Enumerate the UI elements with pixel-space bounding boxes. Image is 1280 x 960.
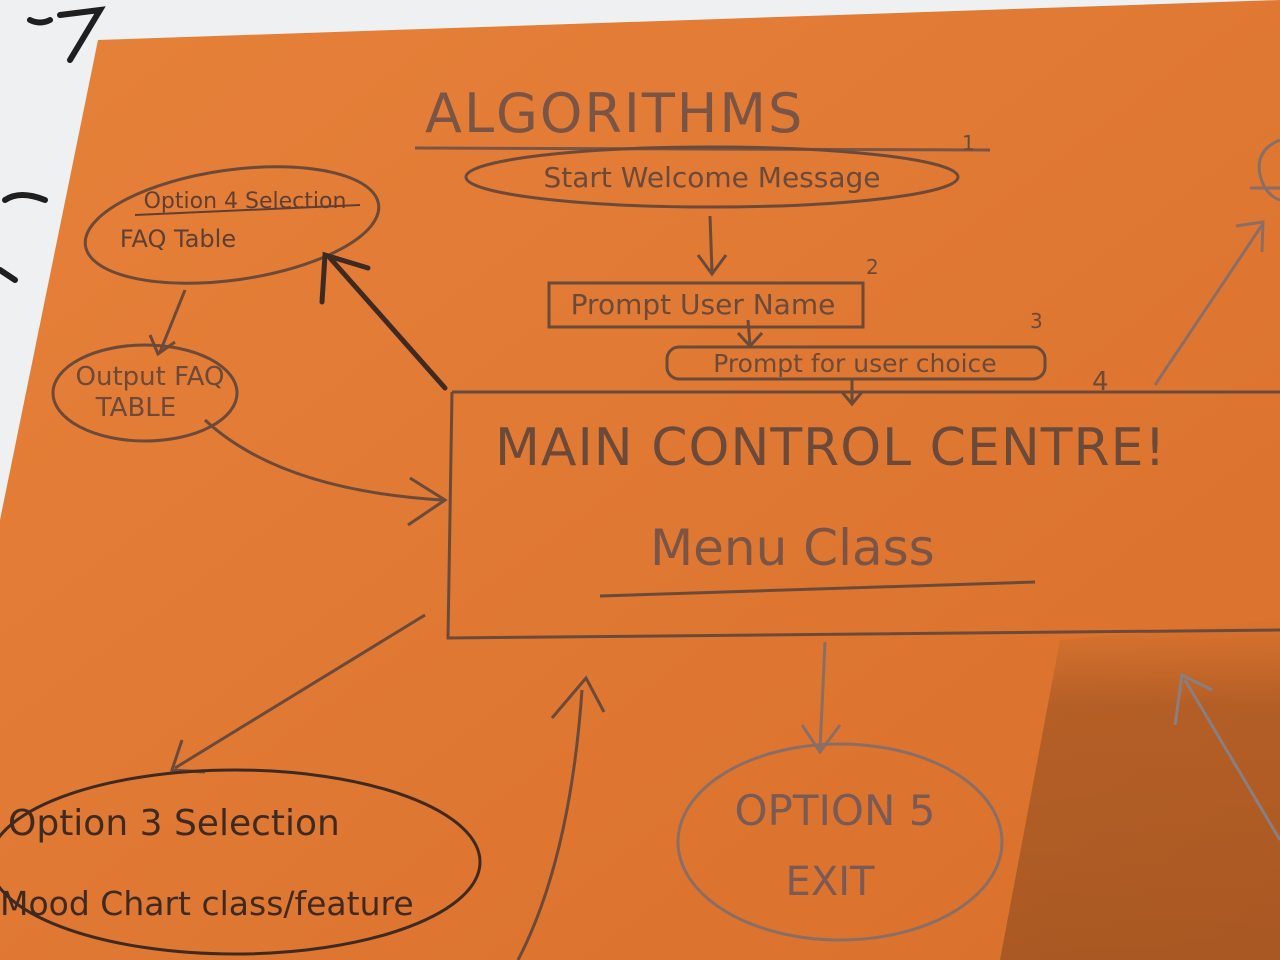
option5-node: [676, 742, 1004, 942]
arrow-main-to-option5: [800, 641, 842, 755]
algorithm-title: ALGORITHMS: [425, 82, 804, 145]
option4-title-underline: [134, 204, 361, 216]
option3-body: Mood Chart class/feature: [0, 884, 414, 923]
step-number-3: 3: [1030, 309, 1043, 333]
photo-shadow: [1000, 620, 1280, 960]
prompt-user-name-node: [547, 281, 865, 329]
arrow-main-to-top-right: [1153, 220, 1265, 386]
option5-line2: EXIT: [786, 859, 875, 905]
prompt-choice-node: [665, 345, 1047, 381]
start-welcome-node: [464, 145, 960, 209]
step-number-2: 2: [866, 255, 879, 279]
title-underline: [414, 146, 991, 152]
step-number-1: 1: [962, 131, 975, 155]
menu-class-label: Menu Class: [650, 519, 935, 577]
main-control-centre-title: MAIN CONTROL CENTRE!: [495, 418, 1166, 478]
output-faq-line2: TABLE: [95, 393, 176, 423]
option4-body: FAQ Table: [120, 225, 236, 253]
arrow-bottom-right-to-main: [1173, 672, 1280, 841]
main-control-centre-box: [446, 390, 1280, 640]
arrow-option3-to-main: [516, 675, 606, 960]
arrow-main-to-option4: [319, 251, 448, 391]
prompt-choice-label: Prompt for user choice: [713, 349, 996, 378]
option3-node: [0, 768, 482, 956]
arrow-choice-to-main: [840, 378, 864, 407]
arrow-output-to-main: [203, 418, 448, 527]
arrow-start-to-prompt-name: [696, 215, 728, 277]
step-number-4: 4: [1092, 367, 1109, 397]
prompt-user-name-label: Prompt User Name: [571, 288, 836, 321]
option4-node: [83, 165, 381, 285]
option5-line1: OPTION 5: [735, 786, 936, 835]
offscreen-node-fragment: [1250, 138, 1280, 202]
menu-class-underline: [599, 580, 1036, 598]
start-welcome-label: Start Welcome Message: [544, 161, 881, 194]
whiteboard-scribble-icon: [0, 6, 106, 283]
output-faq-node: [51, 343, 239, 443]
output-faq-line1: Output FAQ: [76, 362, 225, 392]
option3-title: Option 3 Selection: [8, 803, 340, 844]
